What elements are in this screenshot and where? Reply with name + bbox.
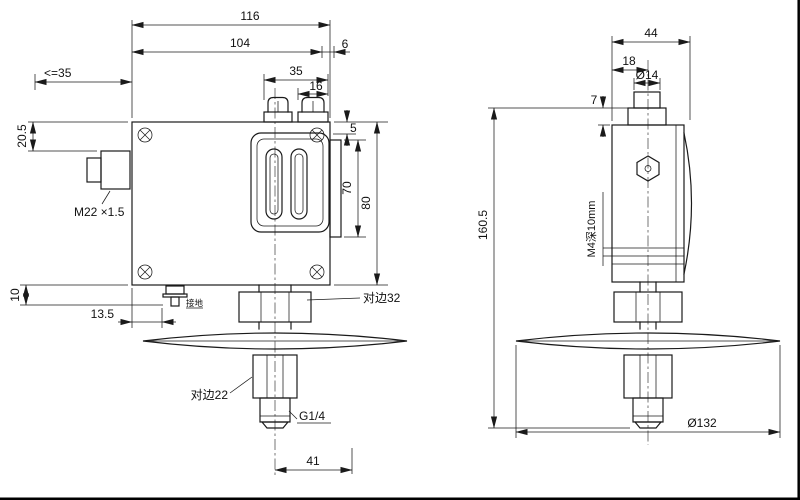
corner-screw <box>137 264 153 280</box>
diaphragm-flange-side <box>515 332 781 350</box>
cover-bulge <box>683 132 693 275</box>
dim-front-10: 10 <box>8 288 22 302</box>
dim-side-18: 18 <box>622 54 636 68</box>
cable-gland <box>297 96 329 123</box>
dim-front-35: 35 <box>289 64 303 78</box>
side-dimensions: 44 18 Ø14 7 160.5 M4深10mm <box>476 26 781 438</box>
corner-screw <box>309 127 325 143</box>
dim-front-116: 116 <box>240 9 259 23</box>
window-slot <box>290 148 308 220</box>
dim-front-le35: <=35 <box>44 66 72 80</box>
pressure-port-g14 <box>259 397 291 429</box>
cover-window <box>250 132 330 233</box>
hex-nut-32 <box>238 291 312 323</box>
ground-label: 接地 <box>186 298 204 308</box>
dim-front-16: 16 <box>309 79 323 93</box>
label-m4-thread: M4深10mm <box>585 201 598 258</box>
label-g14-thread: G1/4 <box>299 409 325 423</box>
corner-screw <box>309 264 325 280</box>
label-m22-thread: M22 ×1.5 <box>74 205 125 219</box>
side-tab <box>329 139 342 238</box>
front-view: 接地 <box>8 9 408 478</box>
corner-screw <box>137 127 153 143</box>
dim-side-160-5: 160.5 <box>476 210 490 240</box>
dim-front-80: 80 <box>359 196 373 210</box>
front-body <box>131 121 331 286</box>
dim-side-44: 44 <box>644 26 658 40</box>
dim-side-dia132: Ø132 <box>687 416 717 430</box>
dim-front-104: 104 <box>230 36 250 50</box>
side-body <box>611 124 693 283</box>
hex-nut-32-side <box>613 291 683 323</box>
top-adjuster <box>627 91 667 126</box>
label-flats-22: 对边22 <box>191 388 229 402</box>
dim-side-dia14: Ø14 <box>636 68 659 82</box>
window-slot <box>265 148 283 220</box>
ground-screw <box>162 285 188 307</box>
dim-front-20-5: 20.5 <box>15 124 29 148</box>
cable-gland <box>263 96 293 123</box>
dim-front-13-5: 13.5 <box>91 307 115 321</box>
dim-front-5: 5 <box>350 121 357 135</box>
mounting-holes <box>612 247 684 265</box>
dim-side-7: 7 <box>591 93 598 107</box>
label-flats-32: 对边32 <box>363 291 401 305</box>
front-dimensions: 116 104 6 <=35 35 16 <box>8 9 401 474</box>
dim-front-6: 6 <box>342 37 349 51</box>
conduit-connector-m22 <box>86 150 131 190</box>
dim-front-41: 41 <box>306 454 320 468</box>
side-view: 44 18 Ø14 7 160.5 M4深10mm <box>476 26 781 445</box>
lock-hex-bolt <box>636 155 660 182</box>
adjuster-cap <box>633 91 661 109</box>
diaphragm-flange <box>142 332 408 350</box>
pressure-port-side <box>632 397 664 429</box>
dim-front-70: 70 <box>340 181 354 195</box>
